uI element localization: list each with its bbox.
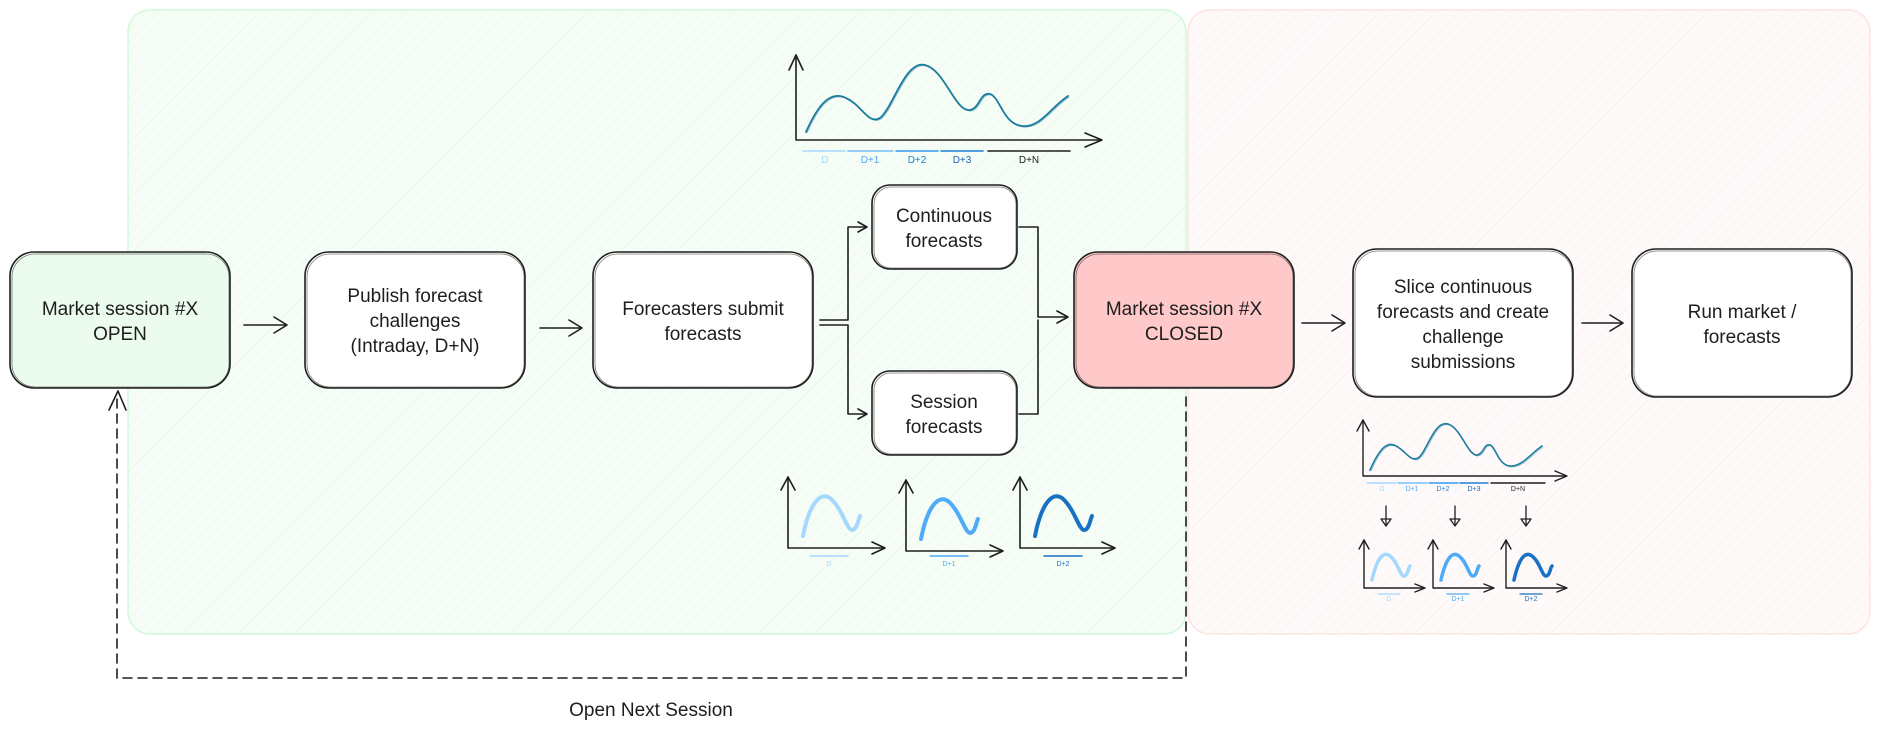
- arrow-open-to-publish: [243, 316, 288, 334]
- continuous-forecast-chart: [788, 54, 1103, 152]
- slice-label-4: submissions: [1411, 352, 1516, 373]
- chart-y-axis: [795, 54, 1101, 141]
- slice-chart-label-d1: D+1: [1451, 596, 1464, 603]
- publish-label-1: Publish forecast: [347, 286, 483, 307]
- session-forecasts-node[interactable]: Session forecasts: [871, 370, 1018, 456]
- down-arrow-d2: [1520, 505, 1532, 527]
- market-closed-label: Market session #X: [1106, 299, 1263, 320]
- session-chart-label-d1: D+1: [942, 561, 955, 568]
- arrow-publish-to-submit: [539, 319, 583, 337]
- arrow-session-to-closed: [1018, 319, 1039, 415]
- submit-label-1: Forecasters submit: [622, 299, 784, 320]
- slice-timeline-label-dn: D+N: [1511, 486, 1525, 493]
- slice-chart-label-d: D: [1386, 596, 1391, 603]
- slice-curve-d2: [1512, 552, 1554, 582]
- arrow-submit-to-continuous: [819, 221, 868, 321]
- timeline-label-d3: D+3: [953, 155, 972, 166]
- session-curve-d2: [1033, 494, 1094, 538]
- run-market-node[interactable]: Run market / forecasts: [1631, 248, 1853, 398]
- down-arrow-d: [1380, 505, 1392, 527]
- run-label-2: forecasts: [1703, 327, 1780, 348]
- arrow-submit-to-session: [819, 324, 868, 420]
- publish-label-3: (Intraday, D+N): [351, 336, 480, 357]
- chart-x-axis-arrow: [1084, 132, 1103, 148]
- arrow-continuous-to-closed: [1018, 226, 1069, 324]
- slice-chart-d: [1358, 539, 1426, 595]
- market-open-node[interactable]: Market session #X OPEN: [9, 251, 231, 389]
- slice-timeline-label-d1: D+1: [1405, 486, 1418, 493]
- slice-timeline-label-d3: D+3: [1467, 486, 1480, 493]
- slice-label-3: challenge: [1422, 327, 1503, 348]
- loop-label: Open Next Session: [569, 700, 733, 721]
- market-closed-status: CLOSED: [1145, 324, 1223, 345]
- submit-label-2: forecasts: [664, 324, 741, 345]
- slice-curve-d: [1370, 552, 1412, 582]
- timeline-label-dn: D+N: [1019, 155, 1039, 166]
- session-label-2: forecasts: [905, 417, 982, 438]
- slice-forecasts-node[interactable]: Slice continuous forecasts and create ch…: [1352, 248, 1574, 398]
- market-open-label: Market session #X: [42, 299, 199, 320]
- slice-continuous-chart: [1356, 419, 1568, 484]
- slice-timeline-label-d2: D+2: [1436, 486, 1449, 493]
- loop-back-dashed-arrow: [108, 390, 1187, 679]
- arrow-closed-to-slice: [1301, 314, 1346, 332]
- session-chart-d2: [1012, 476, 1116, 557]
- slice-label-1: Slice continuous: [1394, 277, 1532, 298]
- slice-curve-d1: [1439, 552, 1481, 582]
- continuous-forecasts-node[interactable]: Continuous forecasts: [871, 184, 1018, 270]
- publish-challenges-node[interactable]: Publish forecast challenges (Intraday, D…: [304, 251, 526, 389]
- chart-y-axis-arrow: [788, 54, 804, 71]
- timeline-label-d1: D+1: [861, 155, 880, 166]
- down-arrow-d1: [1449, 505, 1461, 527]
- market-closed-node[interactable]: Market session #X CLOSED: [1073, 251, 1295, 389]
- session-curve-d: [801, 494, 862, 538]
- slice-chart-label-d2: D+2: [1524, 596, 1537, 603]
- continuous-label-1: Continuous: [896, 206, 992, 227]
- session-curve-d1: [919, 497, 980, 541]
- continuous-label-2: forecasts: [905, 231, 982, 252]
- session-chart-label-d: D: [826, 561, 831, 568]
- session-chart-label-d2: D+2: [1056, 561, 1069, 568]
- slice-chart-d2: [1500, 539, 1568, 595]
- slice-chart-d1: [1427, 539, 1495, 595]
- run-label-1: Run market /: [1688, 302, 1797, 323]
- forecasters-submit-node[interactable]: Forecasters submit forecasts: [592, 251, 814, 389]
- slice-timeline-label-d: D: [1379, 486, 1384, 493]
- timeline-label-d: D: [821, 155, 828, 166]
- slice-label-2: forecasts and create: [1377, 302, 1549, 323]
- timeline-label-d2: D+2: [908, 155, 927, 166]
- session-chart-d: [780, 476, 886, 557]
- session-label-1: Session: [910, 392, 978, 413]
- publish-label-2: challenges: [370, 311, 461, 332]
- arrow-slice-to-run: [1581, 314, 1624, 332]
- market-open-status: OPEN: [93, 324, 147, 345]
- session-chart-d1: [898, 479, 1004, 558]
